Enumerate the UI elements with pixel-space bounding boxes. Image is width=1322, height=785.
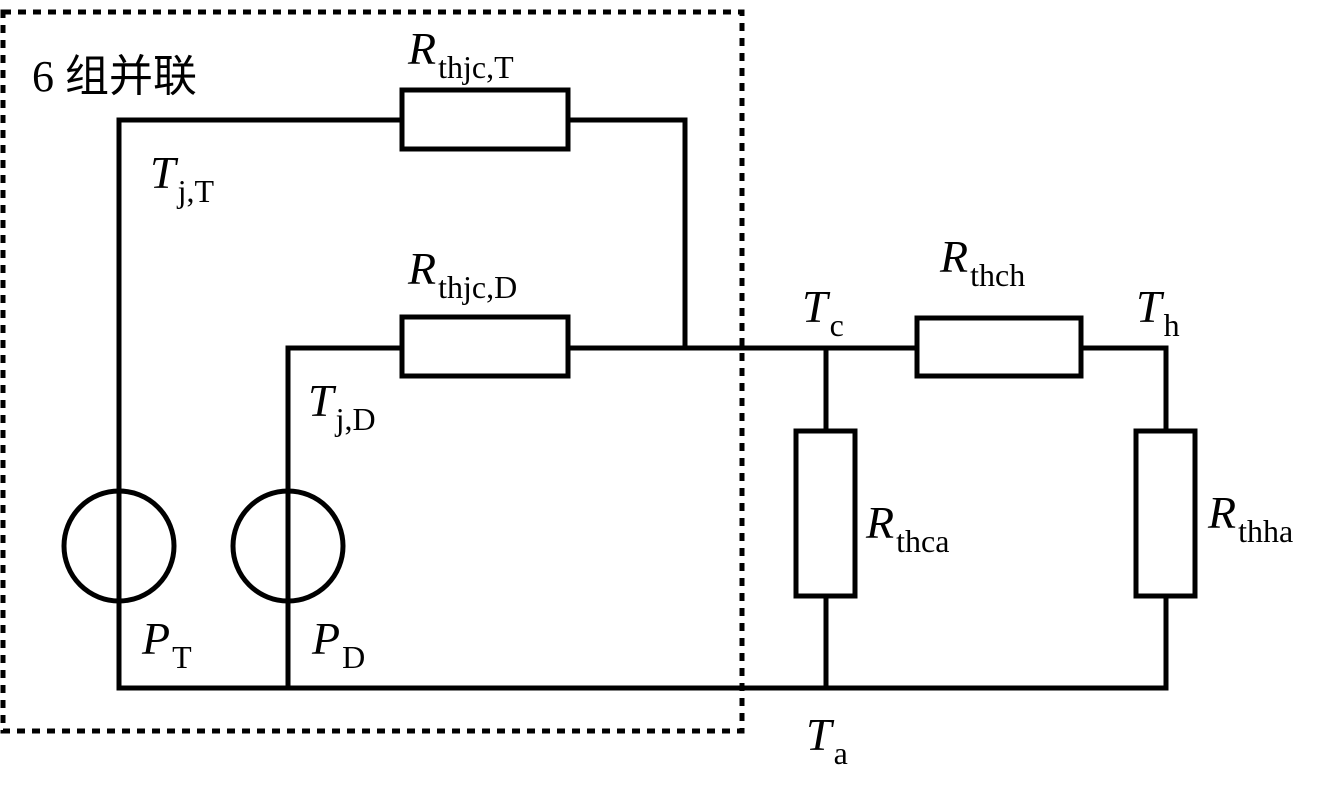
wires <box>116 117 1169 691</box>
label-subscript: D <box>342 639 366 675</box>
resistor-rthha <box>1133 428 1198 599</box>
label-subscript: a <box>833 735 848 771</box>
label-rthjc-t: Rthjc,T <box>408 23 514 84</box>
label-subscript: j,D <box>335 401 376 437</box>
label-pd: PD <box>312 613 365 674</box>
label-subscript: thjc,T <box>438 49 514 85</box>
label-symbol: T <box>806 709 832 760</box>
label-pt: PT <box>142 613 192 674</box>
label-subscript: thjc,D <box>438 269 518 305</box>
label-ta: Ta <box>806 709 848 770</box>
label-symbol: R <box>408 243 437 294</box>
group-label: 6 组并联 <box>32 52 197 101</box>
label-symbol: P <box>142 613 171 664</box>
label-symbol: T <box>308 375 334 426</box>
label-rthjc-d: Rthjc,D <box>408 243 517 304</box>
parallel-group-boundary <box>0 9 745 734</box>
label-th: Th <box>1136 281 1180 342</box>
label-rthha: Rthha <box>1208 487 1293 548</box>
label-symbol: T <box>150 147 176 198</box>
label-subscript: h <box>1163 307 1180 343</box>
label-subscript: T <box>172 639 192 675</box>
label-symbol: R <box>866 497 895 548</box>
label-tc: Tc <box>802 281 844 342</box>
label-subscript: c <box>829 307 844 343</box>
resistor-rthjc-t <box>399 87 571 152</box>
heat-source-pd <box>230 488 346 604</box>
wire-middle <box>285 345 1169 691</box>
label-symbol: R <box>408 23 437 74</box>
label-symbol: R <box>940 231 969 282</box>
label-symbol: T <box>1136 281 1162 332</box>
label-symbol: T <box>802 281 828 332</box>
heat-source-pt <box>61 488 177 604</box>
resistor-rthca <box>793 428 858 599</box>
label-subscript: thca <box>896 523 950 559</box>
label-symbol: R <box>1208 487 1237 538</box>
label-rthca: Rthca <box>866 497 949 558</box>
label-tjt: Tj,T <box>150 147 214 208</box>
wire-top <box>116 117 688 351</box>
resistor-rthjc-d <box>399 314 571 379</box>
label-tjd: Tj,D <box>308 375 376 436</box>
label-subscript: thha <box>1238 513 1294 549</box>
label-subscript: j,T <box>177 173 215 209</box>
label-rthch: Rthch <box>940 231 1025 292</box>
label-subscript: thch <box>970 257 1026 293</box>
resistor-rthch <box>914 315 1084 379</box>
label-symbol: P <box>312 613 341 664</box>
